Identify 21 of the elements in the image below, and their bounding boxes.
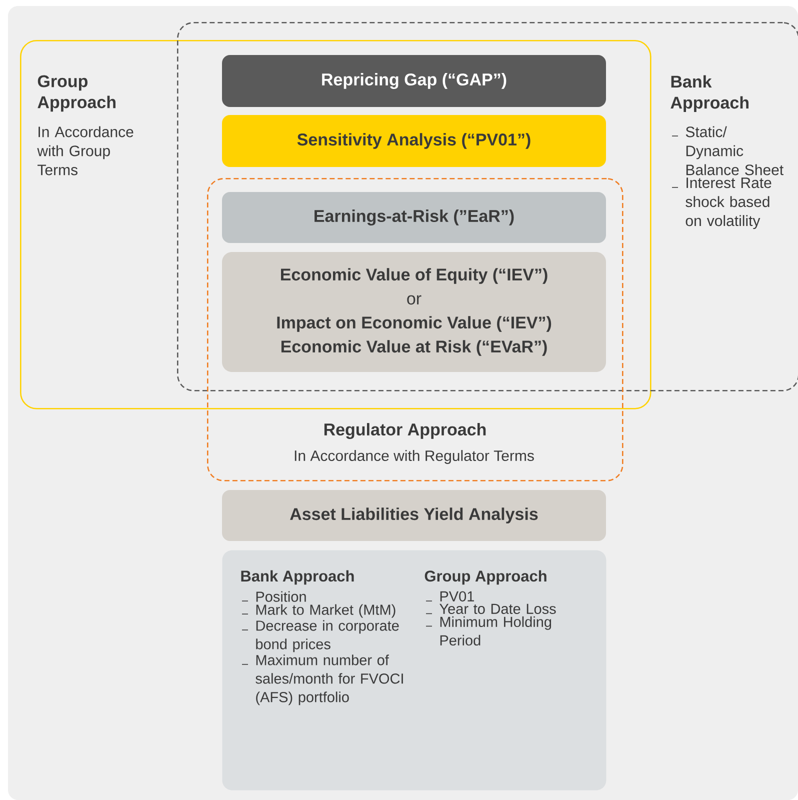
list-item: Interest Rate shock based on volatility — [686, 178, 772, 230]
title-box: Asset Liabilities Yield Analysis — [222, 490, 606, 541]
title-box: Repricing Gap (“GAP”) — [222, 55, 606, 107]
list-item: Static/ Dynamic Balance Sheet — [686, 126, 784, 176]
title-box: Sensitivity Analysis (“PV01”) — [222, 115, 606, 167]
list-item: Minimum Holding Period — [440, 616, 552, 646]
list-heading: Bank Approach — [241, 570, 354, 585]
list-item: Maximum number of sales/month for FVOCI (AFS) portfolio — [256, 654, 403, 706]
list-item: Year to Date Loss — [440, 604, 556, 614]
list-heading: Group Approach — [424, 570, 546, 585]
title-box: Earnings-at-Risk (”EaR”) — [222, 192, 606, 243]
region-heading: Bank Approach — [670, 75, 748, 112]
list-item: PV01 — [440, 591, 474, 602]
region-text: In Accordance with Regulator Terms — [294, 450, 534, 464]
list-item: Position — [256, 591, 306, 602]
list-item: Mark to Market (MtM) — [256, 604, 396, 618]
region-text: In Accordance with Group Terms — [37, 126, 134, 176]
list-item: Decrease in corporate bond prices — [256, 620, 399, 652]
region-heading: Regulator Approach — [324, 423, 486, 439]
region-heading: Group Approach — [38, 75, 116, 112]
info-box: Economic Value of Equity (“IEV”) or Impact on Economic Value (“IEV”) Economic Value at Risk (“EVaR”) — [222, 252, 606, 372]
